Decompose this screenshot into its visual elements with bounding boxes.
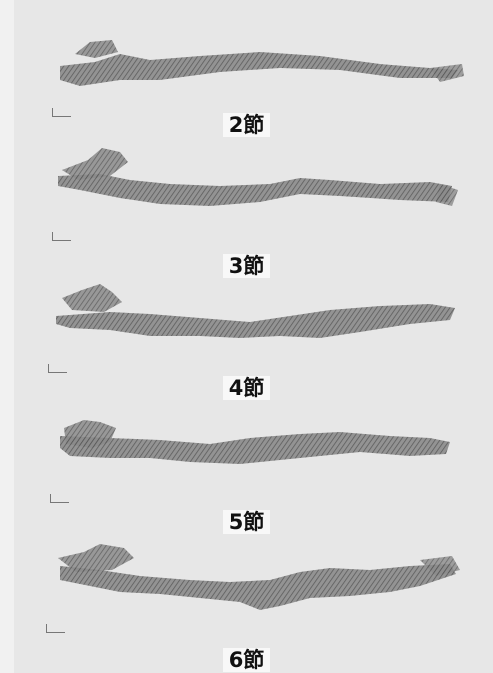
label-6-segments: 6節 [0,648,493,672]
label-3-segments: 3節 [0,254,493,278]
corner-mark [48,364,67,373]
rod-end-left [75,40,118,58]
label-4-segments: 4節 [0,376,493,400]
rod-body [60,564,456,610]
rod-body [60,52,458,86]
rod-body [56,304,455,338]
segmented-rod-4 [0,280,493,390]
segmented-rod-5 [0,412,493,522]
corner-mark [50,494,69,503]
rod-end-left [62,284,122,312]
rod-body [58,174,452,206]
rod-end-right [436,184,458,206]
corner-mark [46,624,65,633]
segmented-rod-6 [0,536,493,646]
label-5-segments: 5節 [0,510,493,534]
rod-end-right [430,64,464,82]
segmented-rod-3 [0,140,493,250]
rod-body [60,432,450,464]
specimen-3-segments [0,140,493,250]
specimen-4-segments [0,280,493,390]
rod-end-left [62,148,128,180]
corner-mark [52,232,71,241]
specimen-6-segments [0,536,493,646]
specimen-5-segments [0,412,493,522]
label-2-segments: 2節 [0,113,493,137]
